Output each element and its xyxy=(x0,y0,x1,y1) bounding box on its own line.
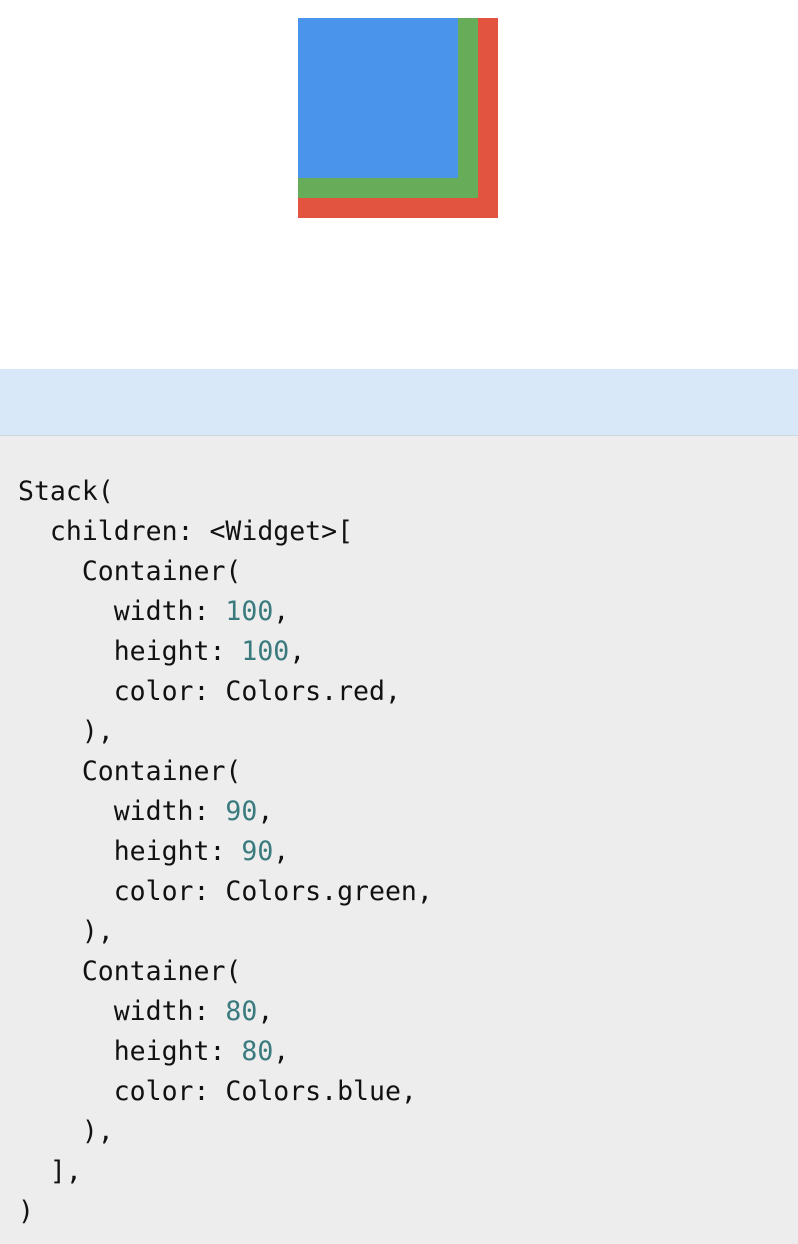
code-line: ) xyxy=(18,1196,34,1227)
code-line: color: Colors.red, xyxy=(18,676,401,707)
caption-bar xyxy=(0,369,798,436)
code-line: ), xyxy=(18,916,114,947)
code-punct: , xyxy=(257,996,274,1027)
code-punct: , xyxy=(289,636,306,667)
code-number: 80 xyxy=(241,1036,274,1067)
code-line: ], xyxy=(18,1156,82,1187)
code-line: ), xyxy=(18,716,114,747)
code-key: width: xyxy=(18,996,226,1027)
blue-container xyxy=(298,18,458,178)
code-line: color: Colors.blue, xyxy=(18,1076,417,1107)
code-key: width: xyxy=(18,796,226,827)
code-key: height: xyxy=(18,836,242,867)
code-line: children: <Widget>[ xyxy=(18,516,354,547)
code-key: width: xyxy=(18,596,226,627)
code-line: height: 80, xyxy=(18,1032,433,1072)
code-punct: , xyxy=(273,1036,290,1067)
code-line: Container( xyxy=(18,756,242,787)
code-punct: , xyxy=(273,836,290,867)
code-number: 100 xyxy=(225,596,274,627)
code-line: ), xyxy=(18,1116,114,1147)
code-number: 90 xyxy=(241,836,274,867)
code-line: width: 80, xyxy=(18,992,433,1032)
code-line: Stack( xyxy=(18,476,114,507)
stack-preview xyxy=(0,0,798,369)
code-line: color: Colors.green, xyxy=(18,876,433,907)
code-number: 80 xyxy=(225,996,258,1027)
code-number: 90 xyxy=(225,796,258,827)
code-line: width: 100, xyxy=(18,592,433,632)
code-key: height: xyxy=(18,636,242,667)
code-number: 100 xyxy=(241,636,290,667)
code-panel: Stack( children: <Widget>[ Container( wi… xyxy=(0,436,798,1244)
code-line: Container( xyxy=(18,956,242,987)
code-line: Container( xyxy=(18,556,242,587)
code-punct: , xyxy=(273,596,290,627)
stack-widget xyxy=(298,18,498,218)
code-line: width: 90, xyxy=(18,792,433,832)
code-key: height: xyxy=(18,1036,242,1067)
code-line: height: 90, xyxy=(18,832,433,872)
code-line: height: 100, xyxy=(18,632,433,672)
code-punct: , xyxy=(257,796,274,827)
code-block: Stack( children: <Widget>[ Container( wi… xyxy=(18,472,433,1232)
